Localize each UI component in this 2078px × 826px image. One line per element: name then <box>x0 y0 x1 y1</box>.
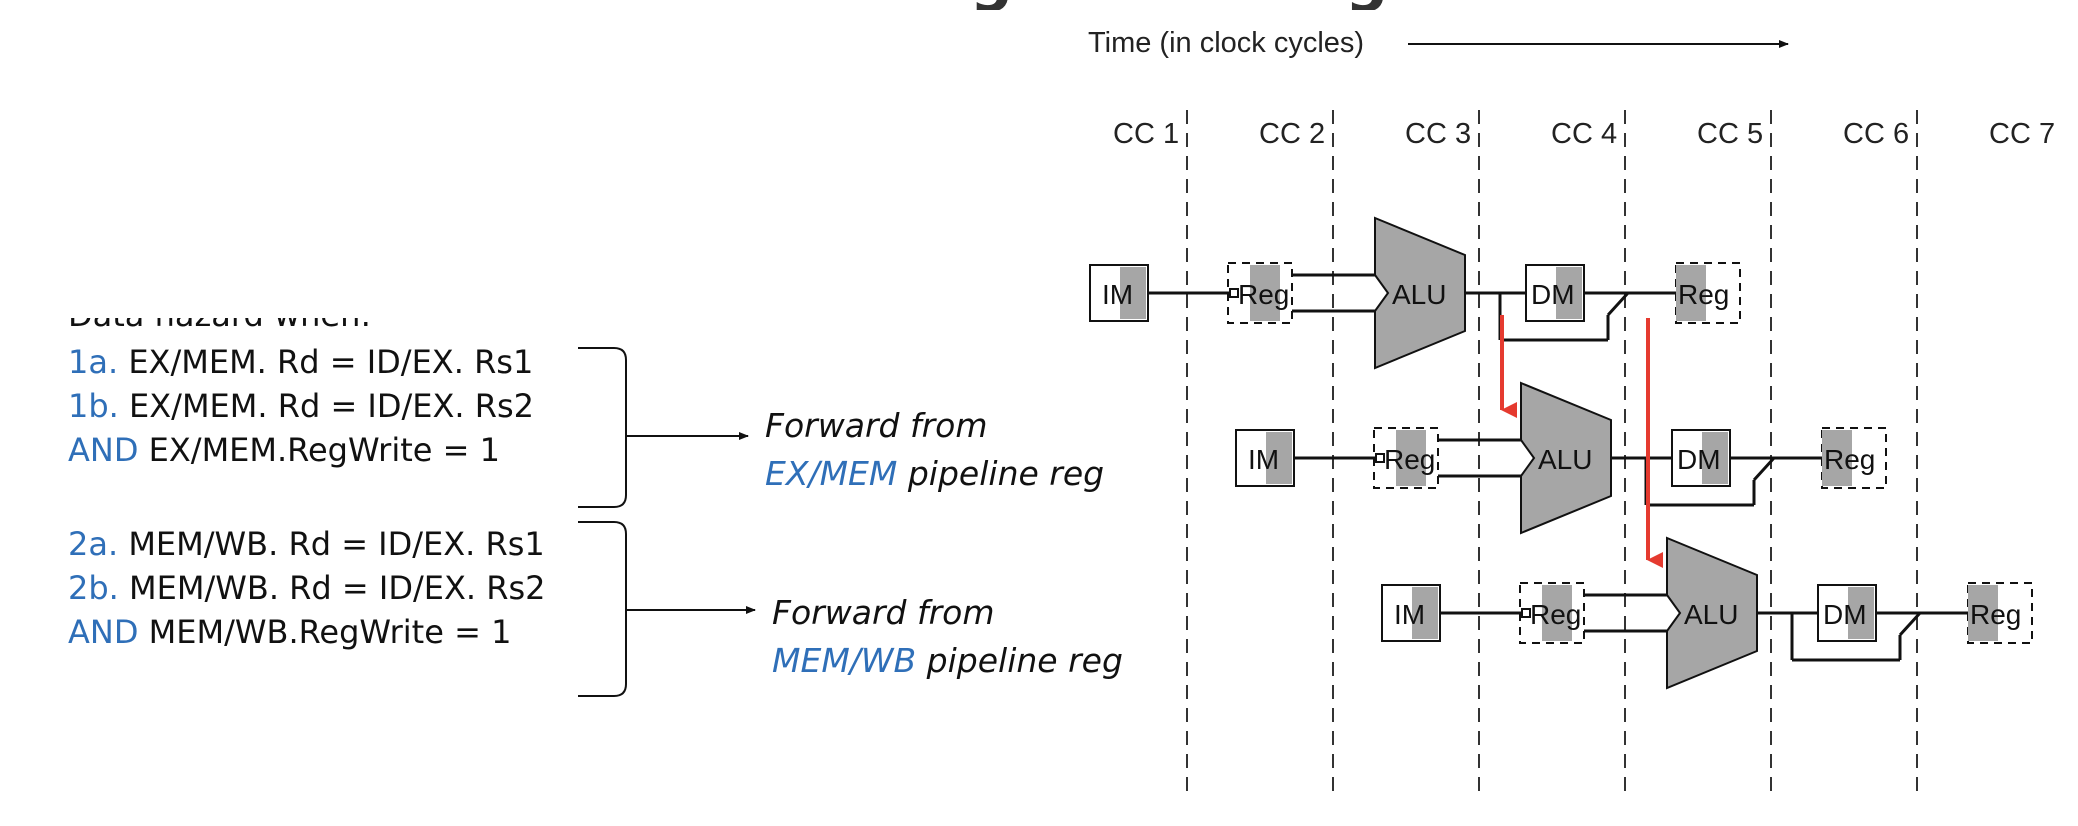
im-label: IM <box>1102 279 1133 310</box>
cc-label: CC 6 <box>1843 118 1909 150</box>
cc-label: CC 4 <box>1551 118 1617 150</box>
alu-label: ALU <box>1538 444 1592 475</box>
reg-read-stage <box>1373 427 1439 489</box>
mem-wb-conditions-brace <box>578 521 627 697</box>
alu-stage <box>1520 381 1612 535</box>
condition-1a: 1a. EX/MEM. Rd = ID/EX. Rs1 <box>68 343 534 381</box>
conditions-heading-clipped: Data hazard when: <box>68 318 488 340</box>
instruction-3-pipeline: IM Reg ALU DM Reg <box>1381 536 2033 690</box>
alu-label: ALU <box>1392 279 1446 310</box>
forward-ex-mem-label: Forward from EX/MEM pipeline reg <box>765 406 1105 493</box>
mem-wb-hazard-conditions: 2a. MEM/WB. Rd = ID/EX. Rs1 2b. MEM/WB. … <box>68 522 545 654</box>
alu-label: ALU <box>1684 599 1738 630</box>
condition-2-regwrite: AND MEM/WB.RegWrite = 1 <box>68 613 512 651</box>
cc-label: CC 3 <box>1405 118 1471 150</box>
alu-stage <box>1666 536 1758 690</box>
time-axis-label: Time (in clock cycles) <box>1088 27 1364 59</box>
ex-mem-conditions-brace <box>578 347 627 508</box>
instruction-2-pipeline: IM Reg ALU DM Reg <box>1235 381 1887 535</box>
im-label: IM <box>1248 444 1279 475</box>
reg-read-stage <box>1227 262 1293 324</box>
alu-stage <box>1374 216 1466 370</box>
clock-cycle-labels: CC 1 CC 2 CC 3 CC 4 CC 5 CC 6 CC 7 <box>1113 118 2055 150</box>
reg-read-label: Reg <box>1238 279 1289 310</box>
reg-read-label: Reg <box>1530 599 1581 630</box>
reg-write-label: Reg <box>1970 599 2021 630</box>
dm-label: DM <box>1677 444 1721 475</box>
condition-2b: 2b. MEM/WB. Rd = ID/EX. Rs2 <box>68 569 546 607</box>
ex-mem-hazard-conditions: 1a. EX/MEM. Rd = ID/EX. Rs1 1b. EX/MEM. … <box>68 340 534 472</box>
cc-label: CC 7 <box>1989 118 2055 150</box>
cc-label: CC 1 <box>1113 118 1179 150</box>
reg-write-label: Reg <box>1678 279 1729 310</box>
im-label: IM <box>1394 599 1425 630</box>
dm-label: DM <box>1531 279 1575 310</box>
dm-label: DM <box>1823 599 1867 630</box>
forward-mem-wb-label: Forward from MEM/WB pipeline reg <box>772 593 1123 680</box>
cc-label: CC 5 <box>1697 118 1763 150</box>
cc-label: CC 2 <box>1259 118 1325 150</box>
slide-title-clipped: Forwarding: Detecting the Hazard <box>500 0 1650 10</box>
reg-read-label: Reg <box>1384 444 1435 475</box>
condition-1-regwrite: AND EX/MEM.RegWrite = 1 <box>68 431 500 469</box>
reg-read-stage <box>1519 582 1585 644</box>
condition-1b: 1b. EX/MEM. Rd = ID/EX. Rs2 <box>68 387 535 425</box>
instruction-1-pipeline: IM Reg ALU DM Reg <box>1089 216 1741 370</box>
condition-2a: 2a. MEM/WB. Rd = ID/EX. Rs1 <box>68 525 545 563</box>
reg-write-label: Reg <box>1824 444 1875 475</box>
